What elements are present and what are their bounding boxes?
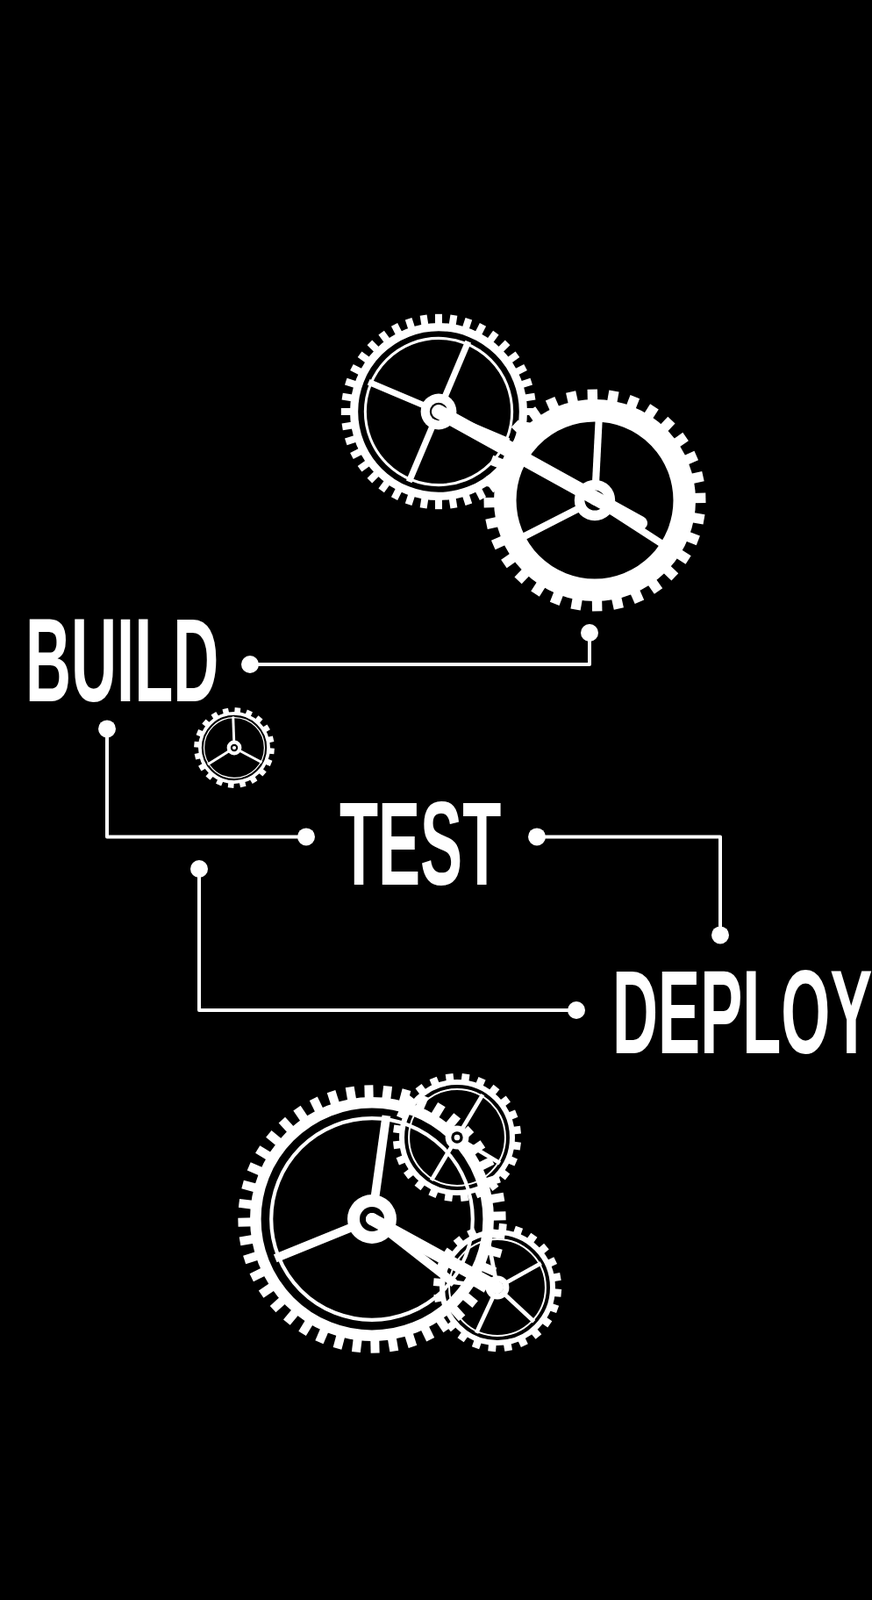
connector-dot (98, 719, 116, 737)
word-wrap: BUILD (25, 600, 222, 720)
leader-dot (567, 1000, 586, 1019)
gear-pin (454, 1134, 461, 1141)
gear (237, 1084, 506, 1352)
gear-leader (250, 632, 590, 665)
connector-line (536, 836, 721, 935)
gear-rim (200, 713, 269, 782)
connector-dot (528, 827, 546, 845)
gear-inner-rim (408, 1088, 506, 1186)
leader-dots (190, 623, 599, 1019)
gear-axle (450, 1130, 463, 1143)
connector-line (107, 728, 307, 837)
stage-word: TEST (306, 774, 537, 912)
gear (393, 1072, 522, 1201)
connector-dot (297, 827, 315, 845)
gear-hub (445, 1125, 470, 1150)
gear-set (193, 314, 706, 1353)
word-wrap: TEST (339, 783, 504, 903)
gear-rim (401, 1081, 513, 1193)
leader-dot (580, 623, 599, 642)
leader-dot (190, 859, 208, 878)
leader-lines (199, 632, 590, 1010)
stage-label: DEPLOY (612, 951, 872, 1072)
pipeline-connector (528, 827, 730, 944)
pipeline-connector (98, 719, 315, 845)
stage-label: BUILD (25, 600, 219, 720)
gear-hub (227, 740, 243, 756)
stage-label: TEST (339, 783, 501, 903)
gear-pin (232, 745, 236, 750)
gear-axle (230, 743, 238, 751)
stage-word: DEPLOY (578, 934, 872, 1080)
leader-dot (241, 655, 259, 673)
gear-arm (371, 1218, 498, 1287)
stage-word: BUILD (7, 591, 239, 729)
word-wrap: DEPLOY (612, 951, 872, 1072)
gear-arm (438, 411, 641, 523)
connector-dot (711, 925, 730, 944)
